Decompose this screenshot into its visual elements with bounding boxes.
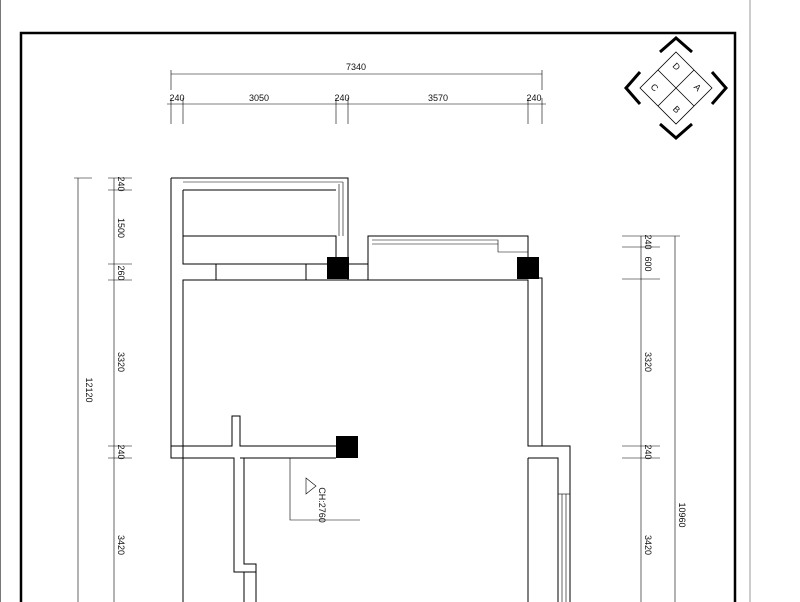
compass-label-b: B (671, 104, 682, 115)
compass-label-c: C (649, 82, 661, 94)
dim-left-overall: 12120 (84, 377, 94, 402)
dim-top-seg-5: 240 (526, 93, 541, 103)
dim-top-seg-2: 3050 (249, 93, 269, 103)
drawing-frame (19, 31, 737, 602)
dim-top-seg-1: 240 (169, 93, 184, 103)
dim-top-seg-3: 240 (334, 93, 349, 103)
column-3 (336, 436, 358, 458)
right-dimensions (622, 235, 680, 602)
dim-left-seg-6: 3420 (116, 535, 126, 555)
dim-right-overall: 10960 (677, 502, 687, 527)
compass-label-d: D (671, 61, 683, 73)
column-2 (517, 257, 539, 279)
walls (170, 177, 571, 602)
ceiling-height-marker (289, 458, 360, 521)
top-dimensions (167, 70, 546, 124)
dim-right-seg-1: 240 (643, 234, 653, 249)
dim-left-seg-4: 3320 (116, 352, 126, 372)
dim-right-seg-2: 600 (643, 256, 653, 271)
structural-columns (327, 257, 539, 458)
dim-left-seg-2: 1500 (116, 218, 126, 238)
compass-label-a: A (692, 82, 703, 93)
dim-right-seg-4: 240 (643, 444, 653, 459)
left-dimensions (74, 177, 132, 602)
column-1 (327, 257, 349, 279)
dim-left-seg-3: 260 (116, 265, 126, 280)
dim-right-seg-3: 3320 (643, 352, 653, 372)
dim-left-seg-5: 240 (116, 444, 126, 459)
dim-left-seg-1: 240 (116, 176, 126, 191)
dim-top-overall: 7340 (346, 62, 366, 72)
dim-top-seg-4: 3570 (428, 93, 448, 103)
ceiling-height-label: CH:2760 (317, 487, 327, 523)
dim-right-seg-5: 3420 (643, 535, 653, 555)
compass-icon (624, 36, 728, 140)
